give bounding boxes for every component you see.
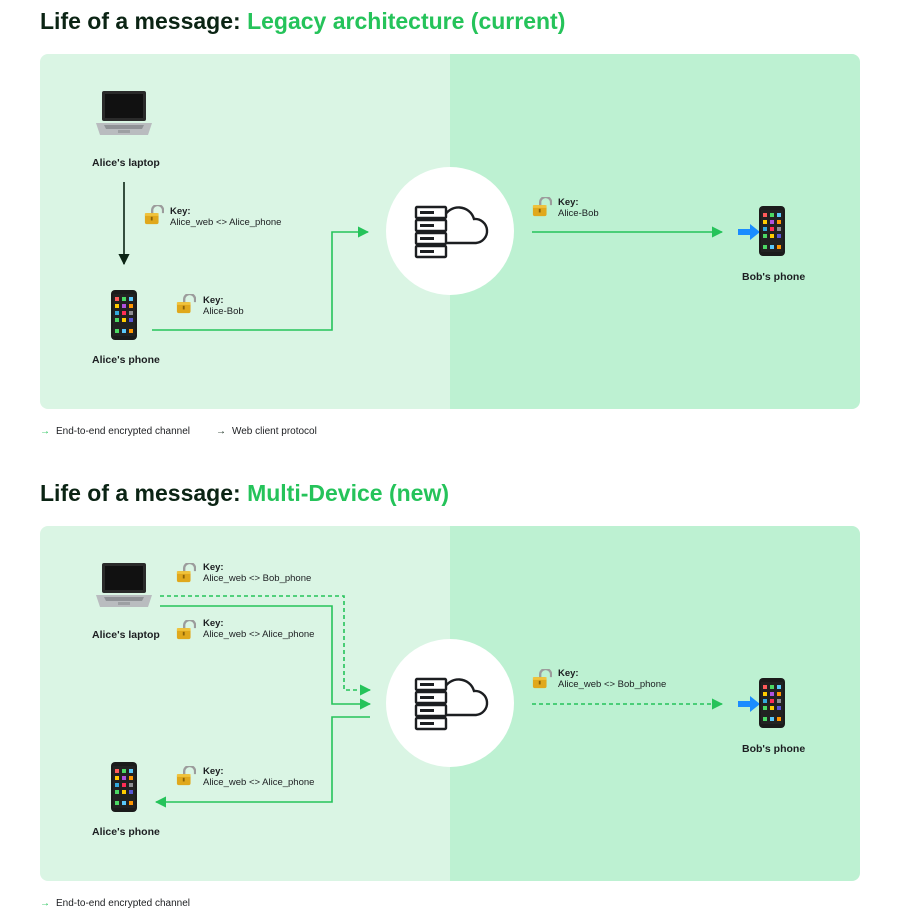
key-title: Key: — [170, 206, 191, 217]
key-value: Alice-Bob — [558, 208, 599, 219]
laptop-icon — [96, 91, 152, 135]
multi-diagram-panel: Alice's laptop Alice's phone Bob's phone… — [40, 526, 860, 881]
legacy-title-prefix: Life of a message: — [40, 8, 241, 34]
key-label-phone: Key: Alice-Bob — [203, 295, 244, 317]
lock-icon — [532, 197, 552, 217]
key-value: Alice_web <> Bob_phone — [558, 679, 667, 690]
phone-icon — [111, 290, 137, 340]
legacy-diagram-canvas — [96, 91, 785, 340]
legacy-title-accent: Legacy architecture (current) — [247, 8, 566, 34]
bob-phone-label: Bob's phone — [742, 271, 806, 283]
incoming-arrow-icon — [738, 696, 760, 712]
key-label-server: Key: Alice_web <> Bob_phone — [558, 668, 666, 690]
phone-icon — [759, 678, 785, 728]
key-label-laptop-to-phone: Key: Alice_web <> Alice_phone — [203, 618, 314, 640]
phone-icon — [759, 206, 785, 256]
phone-icon — [111, 762, 137, 812]
incoming-arrow-icon — [738, 224, 760, 240]
legend-item-e2e: → End-to-end encrypted channel — [40, 898, 190, 909]
key-title: Key: — [558, 668, 579, 679]
dark-arrow-icon: → — [215, 426, 226, 437]
green-arrow-icon: → — [40, 426, 50, 437]
green-arrow-icon: → — [40, 898, 50, 909]
legend-item-e2e: → End-to-end encrypted channel — [40, 426, 190, 437]
legacy-section: Life of a message: Legacy architecture (… — [0, 0, 900, 450]
legacy-diagram-panel: Alice's laptop Alice's phone Bob's phone… — [40, 54, 860, 409]
lock-icon — [176, 620, 196, 640]
alice-laptop-label: Alice's laptop — [92, 157, 160, 169]
multi-device-section: Life of a message: Multi-Device (new) — [0, 472, 900, 914]
lock-icon — [176, 766, 196, 786]
alice-phone-label: Alice's phone — [92, 354, 160, 366]
key-label-web-session: Key: Alice_web <> Alice_phone — [170, 206, 281, 228]
key-title: Key: — [203, 618, 224, 629]
laptop-icon — [96, 563, 152, 607]
multi-title-accent: Multi-Device (new) — [247, 480, 449, 506]
legend-label: End-to-end encrypted channel — [56, 426, 190, 437]
key-title: Key: — [203, 562, 224, 573]
legacy-title: Life of a message: Legacy architecture (… — [40, 8, 565, 35]
alice-laptop-label: Alice's laptop — [92, 629, 160, 641]
e2e-laptop-to-server-arrow — [160, 605, 372, 710]
key-value: Alice_web <> Alice_phone — [170, 217, 282, 228]
key-value: Alice_web <> Alice_phone — [203, 629, 315, 640]
e2e-laptop-to-bob-dashed-arrow — [160, 595, 372, 696]
multi-title-prefix: Life of a message: — [40, 480, 241, 506]
key-value: Alice-Bob — [203, 306, 244, 317]
key-title: Key: — [558, 197, 579, 208]
key-title: Key: — [203, 766, 224, 777]
key-title: Key: — [203, 295, 224, 306]
multi-diagram-canvas — [96, 563, 785, 812]
key-label-server: Key: Alice-Bob — [558, 197, 599, 219]
bob-phone-label: Bob's phone — [742, 743, 806, 755]
alice-phone-label: Alice's phone — [92, 826, 160, 838]
e2e-server-to-alice-phone-arrow — [154, 716, 370, 808]
lock-icon — [144, 205, 164, 225]
legacy-legend: → End-to-end encrypted channel → Web cli… — [40, 426, 317, 437]
legend-label: End-to-end encrypted channel — [56, 898, 190, 909]
legend-item-web-client: → Web client protocol — [216, 426, 317, 437]
server-circle — [386, 639, 514, 767]
multi-legend: → End-to-end encrypted channel — [40, 898, 190, 909]
e2e-phone-to-server-arrow — [152, 226, 370, 331]
lock-icon — [532, 669, 552, 689]
key-label-phone: Key: Alice_web <> Alice_phone — [203, 766, 314, 788]
legend-label: Web client protocol — [231, 426, 317, 437]
multi-title: Life of a message: Multi-Device (new) — [40, 480, 449, 507]
key-value: Alice_web <> Bob_phone — [203, 573, 312, 584]
lock-icon — [176, 563, 196, 583]
key-value: Alice_web <> Alice_phone — [203, 777, 315, 788]
key-label-laptop-to-bob: Key: Alice_web <> Bob_phone — [203, 562, 311, 584]
server-circle — [386, 167, 514, 295]
lock-icon — [176, 294, 196, 314]
